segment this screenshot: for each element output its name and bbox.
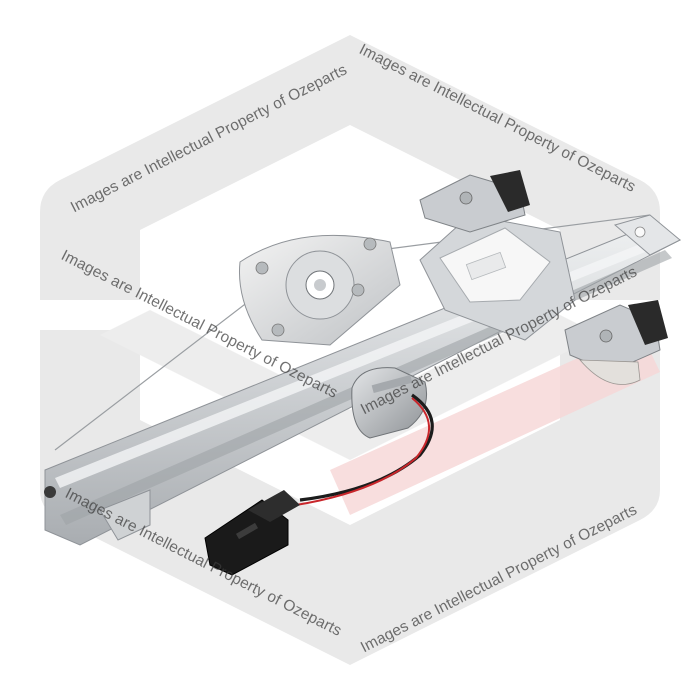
ozeparts-logo-icon [40, 35, 660, 665]
window-regulator-icon [44, 170, 682, 576]
